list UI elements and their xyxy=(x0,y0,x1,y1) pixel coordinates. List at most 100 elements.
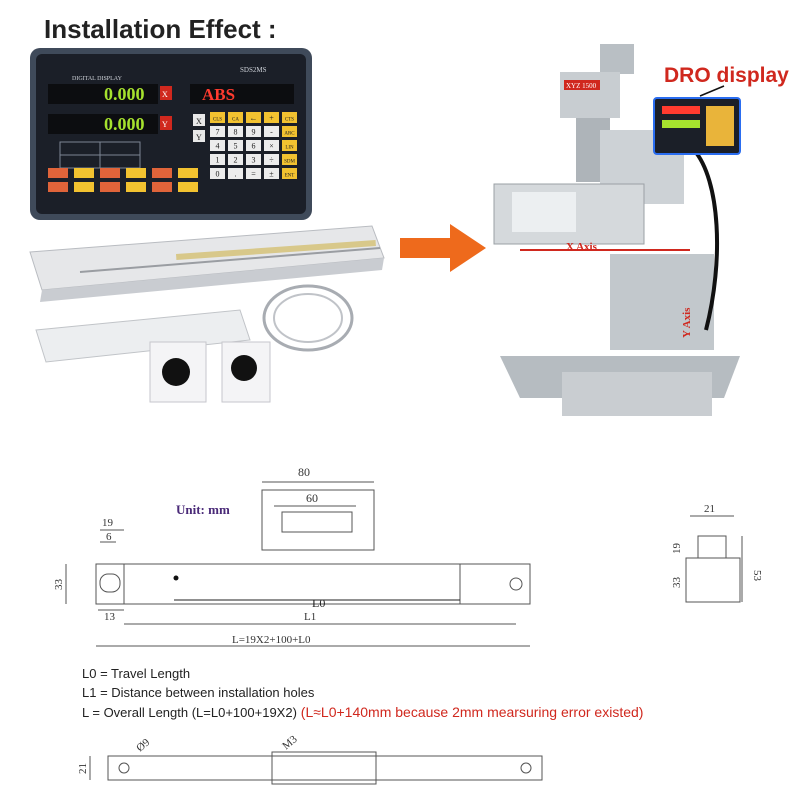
keypad-key-label: ← xyxy=(250,114,258,123)
keypad-key[interactable] xyxy=(264,140,279,151)
keypad-key-label: 4 xyxy=(216,142,220,151)
keypad-key[interactable] xyxy=(282,140,297,151)
mode-display: ABS xyxy=(202,85,235,104)
keypad-key-label: CA xyxy=(232,118,239,123)
dim-l0: L0 xyxy=(312,596,325,610)
keypad-key[interactable] xyxy=(264,154,279,165)
keypad-key[interactable] xyxy=(210,140,225,151)
keypad-key-label: 3 xyxy=(252,156,256,165)
keypad-key[interactable] xyxy=(228,154,243,165)
function-key[interactable] xyxy=(100,168,120,178)
keypad-key-label: 1 xyxy=(216,156,220,165)
keypad-key-label: 6 xyxy=(252,142,256,151)
dim-13: 13 xyxy=(104,611,116,623)
dim-33: 33 xyxy=(53,579,65,591)
keypad-key[interactable] xyxy=(228,140,243,151)
arrow-icon xyxy=(400,224,486,272)
side-dim-53: 53 xyxy=(751,570,763,582)
keypad-key[interactable] xyxy=(264,126,279,137)
display-model: SDS2MS xyxy=(240,66,267,74)
legend-l-main: L = Overall Length (L=L0+100+19X2) xyxy=(82,705,297,720)
legend-l-note: (L≈L0+140mm because 2mm mearsuring error… xyxy=(296,704,644,720)
function-key[interactable] xyxy=(74,168,94,178)
side-dim-21: 21 xyxy=(704,503,715,515)
dim-l1: L1 xyxy=(304,611,316,623)
legend-l0: L0 = Travel Length xyxy=(82,666,191,681)
unit-label: Unit: mm xyxy=(176,502,230,517)
function-key[interactable] xyxy=(48,182,68,192)
x-axis-key[interactable]: X xyxy=(162,90,168,99)
x-value: 0.000 xyxy=(104,84,145,104)
y-axis-key[interactable]: Y xyxy=(162,120,168,129)
keypad-y-key[interactable]: Y xyxy=(196,133,202,142)
keypad-key[interactable] xyxy=(210,126,225,137)
keypad-key[interactable] xyxy=(264,112,279,123)
keypad-key[interactable] xyxy=(282,126,297,137)
linear-scale-photo xyxy=(29,225,385,403)
keypad-key[interactable] xyxy=(246,112,261,123)
x-axis-tag: X Axis xyxy=(566,241,598,253)
bottom-dim-9: Ø9 xyxy=(134,736,152,754)
dim-6: 6 xyxy=(106,531,112,543)
keypad-key[interactable] xyxy=(210,168,225,179)
y-value: 0.000 xyxy=(104,114,145,134)
technical-drawing: 80 60 19 6 33 13 L0 L1 L=19X2+100+L0 21 … xyxy=(53,465,763,785)
display-header: DIGITAL DISPLAY xyxy=(72,76,123,82)
dim-19: 19 xyxy=(102,517,114,529)
keypad-key[interactable] xyxy=(246,126,261,137)
keypad-key-label: 2 xyxy=(234,156,238,165)
keypad-key[interactable] xyxy=(264,168,279,179)
function-key[interactable] xyxy=(126,168,146,178)
keypad-key-label: . xyxy=(235,170,237,179)
keypad-key-label: = xyxy=(251,170,256,179)
keypad-key-label: ± xyxy=(269,170,274,179)
function-key[interactable] xyxy=(126,182,146,192)
keypad-key[interactable] xyxy=(246,168,261,179)
keypad-key[interactable] xyxy=(210,112,225,123)
keypad-key-label: SDM xyxy=(284,160,295,165)
installation-illustration: DIGITAL DISPLAY SDS2MS 0.000 X 0.000 Y A… xyxy=(29,44,741,416)
keypad-key-label: 7 xyxy=(216,128,220,137)
function-key[interactable] xyxy=(178,182,198,192)
keypad-key[interactable] xyxy=(282,168,297,179)
side-dim-19: 19 xyxy=(671,543,683,555)
keypad-key[interactable] xyxy=(228,168,243,179)
function-key[interactable] xyxy=(178,168,198,178)
keypad-key[interactable] xyxy=(210,154,225,165)
dim-80: 80 xyxy=(298,465,310,479)
side-dim-33: 33 xyxy=(671,577,683,589)
keypad-key-label: ARC xyxy=(284,132,295,137)
keypad-key[interactable] xyxy=(246,140,261,151)
keypad-key[interactable] xyxy=(246,154,261,165)
keypad-key[interactable] xyxy=(282,154,297,165)
y-axis-tag: Y Axis xyxy=(681,307,693,338)
keypad-key-label: - xyxy=(270,128,273,137)
keypad-key-label: ENT xyxy=(285,174,295,179)
keypad-x-key[interactable]: X xyxy=(196,117,202,126)
milling-machine: XYZ 1500 X Axis Y Axis xyxy=(493,44,741,416)
keypad-key-label: 5 xyxy=(234,142,238,151)
page-title: Installation Effect : xyxy=(44,14,277,44)
bottom-dim-21: 21 xyxy=(77,763,89,774)
function-key[interactable] xyxy=(100,182,120,192)
keypad-key-label: 9 xyxy=(252,128,256,137)
dro-unit: DIGITAL DISPLAY SDS2MS 0.000 X 0.000 Y A… xyxy=(30,48,312,220)
bottom-dim-m3: M3 xyxy=(280,733,300,752)
function-key[interactable] xyxy=(74,182,94,192)
function-key[interactable] xyxy=(152,168,172,178)
keypad-key-label: LIN xyxy=(285,146,294,151)
keypad-key[interactable] xyxy=(228,126,243,137)
keypad-key[interactable] xyxy=(282,112,297,123)
keypad-key[interactable] xyxy=(228,112,243,123)
dim-60: 60 xyxy=(306,491,318,505)
keypad-key-label: CLS xyxy=(213,118,222,123)
function-key[interactable] xyxy=(48,168,68,178)
dim-l: L=19X2+100+L0 xyxy=(232,634,311,646)
dro-display-label: DRO display xyxy=(664,64,789,87)
function-key[interactable] xyxy=(152,182,172,192)
legend-l1: L1 = Distance between installation holes xyxy=(82,685,315,700)
keypad-key-label: CTS xyxy=(285,118,294,123)
keypad-key-label: 8 xyxy=(234,128,238,137)
keypad-key-label: × xyxy=(269,142,274,151)
keypad-key-label: 0 xyxy=(216,170,220,179)
